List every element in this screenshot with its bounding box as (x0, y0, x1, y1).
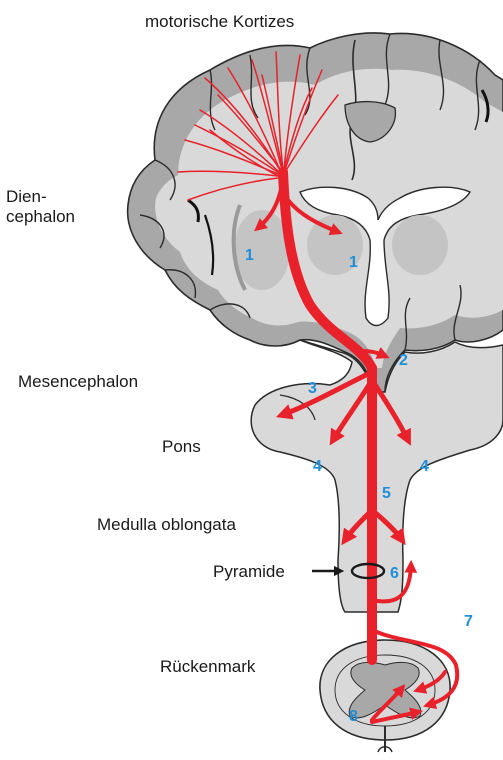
marker-8: 8 (349, 708, 358, 725)
marker-3: 3 (308, 380, 317, 397)
marker-2: 2 (399, 352, 408, 369)
label-medulla: Medulla oblongata (97, 515, 236, 534)
label-pyramide: Pyramide (213, 562, 285, 581)
label-diencephalon-1: Dien- (6, 187, 47, 206)
marker-4-left: 4 (313, 458, 322, 475)
thalamus-right (392, 215, 448, 275)
marker-1-left: 1 (245, 247, 254, 264)
marker-7: 7 (464, 613, 473, 630)
label-motor-cortex: motorische Kortizes (145, 12, 294, 31)
spinal-cord-section (320, 640, 450, 752)
marker-1-right: 1 (349, 254, 358, 271)
label-spinal-cord: Rückenmark (160, 657, 256, 676)
marker-6: 6 (390, 565, 399, 582)
marker-5: 5 (382, 485, 391, 502)
label-diencephalon-2: cephalon (6, 207, 75, 226)
label-mesencephalon: Mesencephalon (18, 372, 138, 391)
marker-4-right: 4 (420, 458, 429, 475)
label-pons: Pons (162, 437, 201, 456)
